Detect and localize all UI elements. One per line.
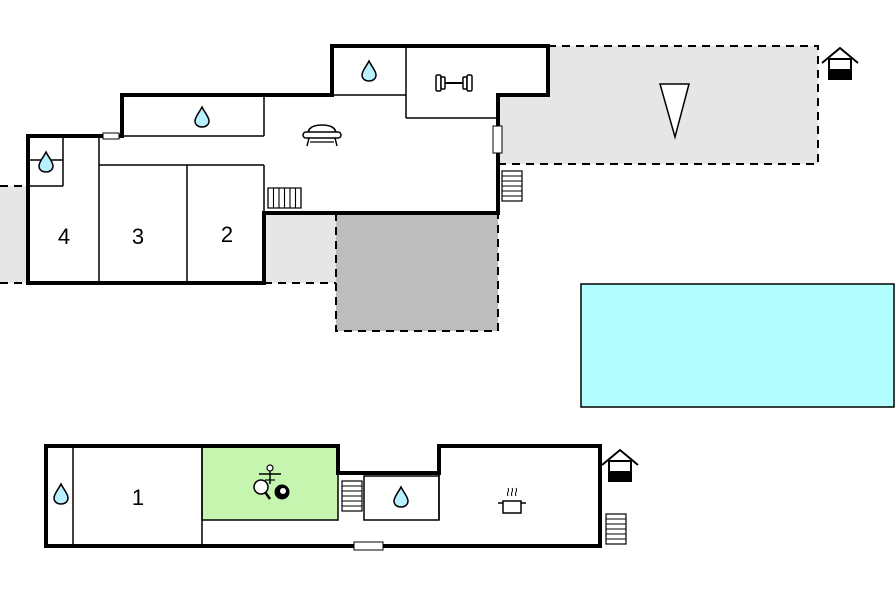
stairs-icon	[341, 480, 363, 512]
top-building-walls	[26, 44, 550, 285]
cooking-pot-icon	[498, 487, 526, 514]
billiard-ball-icon	[274, 484, 290, 500]
ping-pong-icon	[253, 479, 272, 500]
door-icon	[102, 132, 120, 140]
dumbbell-icon	[435, 74, 473, 92]
room-label-1: 1	[132, 485, 144, 510]
door-icon	[353, 541, 384, 551]
room-label-3: 3	[132, 224, 144, 249]
terrace-left	[0, 186, 28, 283]
compass-north-icon	[659, 83, 690, 140]
stairs-icon	[267, 187, 302, 209]
terrace-bottom-strip	[264, 213, 336, 283]
sofa-icon	[302, 124, 342, 147]
terrace-right	[498, 46, 818, 164]
room-label-4: 4	[58, 224, 70, 249]
house-entrance-icon	[601, 449, 639, 482]
top-building-floor	[28, 46, 548, 283]
terrace-dark	[336, 213, 498, 331]
door-icon	[492, 125, 503, 154]
house-entrance-icon	[821, 47, 859, 80]
room-label-2: 2	[221, 222, 233, 247]
swimming-pool	[580, 283, 895, 408]
table-football-icon	[259, 464, 281, 484]
stairs-icon	[501, 170, 523, 202]
stairs-icon	[605, 513, 627, 545]
bottom-building-walls	[44, 444, 602, 548]
